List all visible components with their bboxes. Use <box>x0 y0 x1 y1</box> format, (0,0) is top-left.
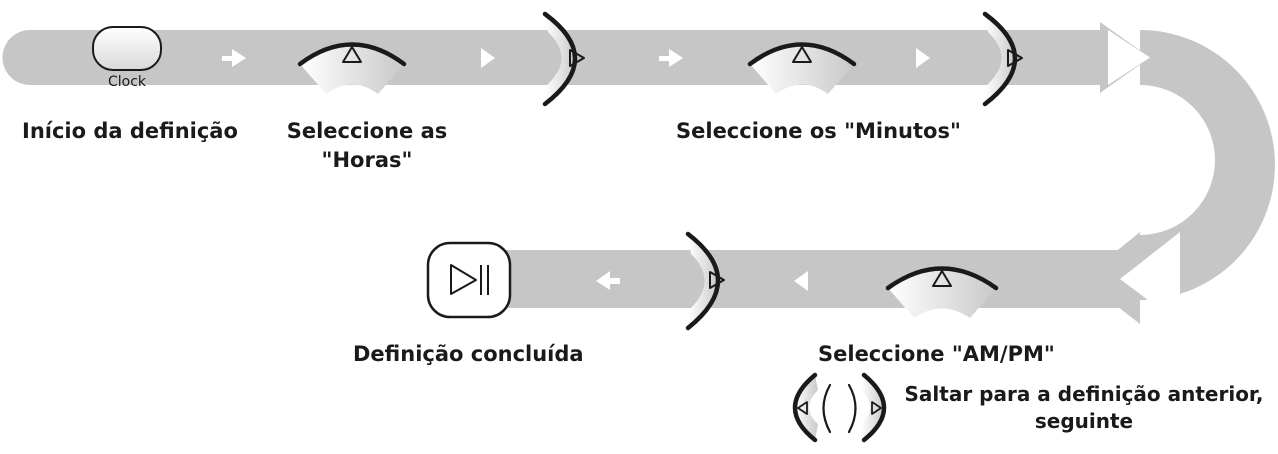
legend-text-line1: Saltar para a definição anterior, <box>904 382 1264 406</box>
clock-button-icon: Clock <box>92 26 162 90</box>
step-label-hours-line2: "Horas" <box>321 148 413 172</box>
step-label-hours: Seleccione as "Horas" <box>272 117 462 175</box>
step-label-start: Início da definição <box>22 119 238 143</box>
flow-arrow-5 <box>794 271 808 291</box>
next-arrow-dial-icon <box>982 11 1023 107</box>
flow-arrow-3 <box>659 49 683 67</box>
step-label-done: Definição concluída <box>353 342 584 366</box>
start-pause-button-icon <box>426 241 512 319</box>
up-arrow-dial-icon <box>297 42 407 94</box>
legend-text-line2: seguinte <box>1034 409 1134 433</box>
up-arrow-dial-icon <box>885 266 999 318</box>
step-label-hours-line1: Seleccione as <box>286 119 448 143</box>
next-arrow-dial-icon <box>542 11 585 107</box>
step-label-minutes: Seleccione os "Minutos" <box>676 119 961 143</box>
flow-track <box>2 22 1275 324</box>
flow-arrow-2 <box>481 48 495 68</box>
flow-arrow-1 <box>222 49 246 67</box>
clock-button-label: Clock <box>108 74 147 90</box>
flow-arrow-6 <box>596 271 620 290</box>
flow-arrow-4 <box>916 48 930 68</box>
legend-text: Saltar para a definição anterior, seguin… <box>898 381 1270 435</box>
up-arrow-dial-icon <box>747 42 857 94</box>
next-arrow-dial-icon <box>685 231 725 331</box>
prev-next-dial-icon <box>792 372 887 443</box>
step-label-ampm: Seleccione "AM/PM" <box>818 342 1055 366</box>
